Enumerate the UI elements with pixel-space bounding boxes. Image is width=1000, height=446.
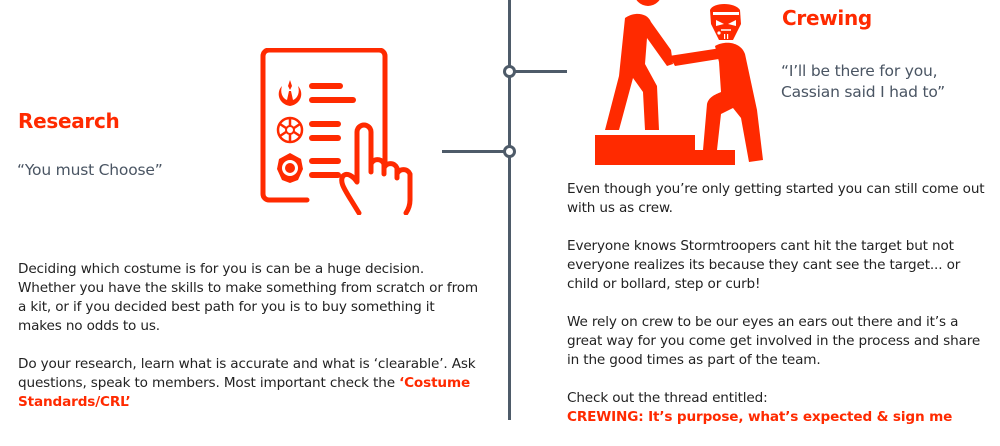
- crewing-title: Crewing: [782, 6, 872, 30]
- crewing-quote: “I’ll be there for you, Cassian said I h…: [781, 61, 945, 103]
- crewing-paragraph-3: We rely on crew to be our eyes an ears o…: [567, 314, 981, 368]
- research-paragraph-2-text: Do your research, learn what is accurate…: [18, 356, 476, 391]
- first-order-icon: [276, 152, 304, 188]
- crewing-quote-line-1: “I’ll be there for you,: [781, 62, 938, 80]
- timeline-vertical-line: [508, 0, 511, 420]
- crewing-paragraph-4-text: Check out the thread entitled:: [567, 390, 768, 406]
- crewing-paragraph-1: Even though you’re only getting started …: [567, 181, 985, 216]
- research-description: Deciding which costume is for you is can…: [18, 260, 478, 431]
- pointing-hand-icon: [329, 120, 429, 219]
- galactic-empire-icon: [276, 116, 304, 148]
- research-paragraph-1: Deciding which costume is for you is can…: [18, 261, 478, 334]
- timeline-node-research: [503, 145, 516, 158]
- crewing-paragraph-2: Everyone knows Stormtroopers cant hit th…: [567, 238, 961, 292]
- costume-standards-link[interactable]: ‘Costume Standards/CRL’: [18, 375, 471, 410]
- timeline-branch-crewing: [515, 70, 567, 73]
- timeline-branch-research: [442, 150, 504, 153]
- crewing-quote-line-2: Cassian said I had to”: [781, 83, 945, 101]
- research-paragraph-2: Do your research, learn what is accurate…: [18, 355, 478, 412]
- crewing-paragraph-4: Check out the thread entitled: CREWING: …: [567, 389, 992, 427]
- research-title: Research: [18, 109, 120, 133]
- crewing-description: Even though you’re only getting started …: [567, 180, 992, 446]
- crewing-thread-link[interactable]: CREWING: It’s purpose, what’s expected &…: [567, 409, 953, 425]
- rebel-alliance-icon: [276, 78, 304, 112]
- helping-stormtrooper-up-step-icon: [585, 0, 785, 170]
- timeline-node-crewing: [503, 65, 516, 78]
- document-with-pointing-hand-icon: [255, 47, 435, 216]
- research-quote: “You must Choose”: [17, 161, 163, 179]
